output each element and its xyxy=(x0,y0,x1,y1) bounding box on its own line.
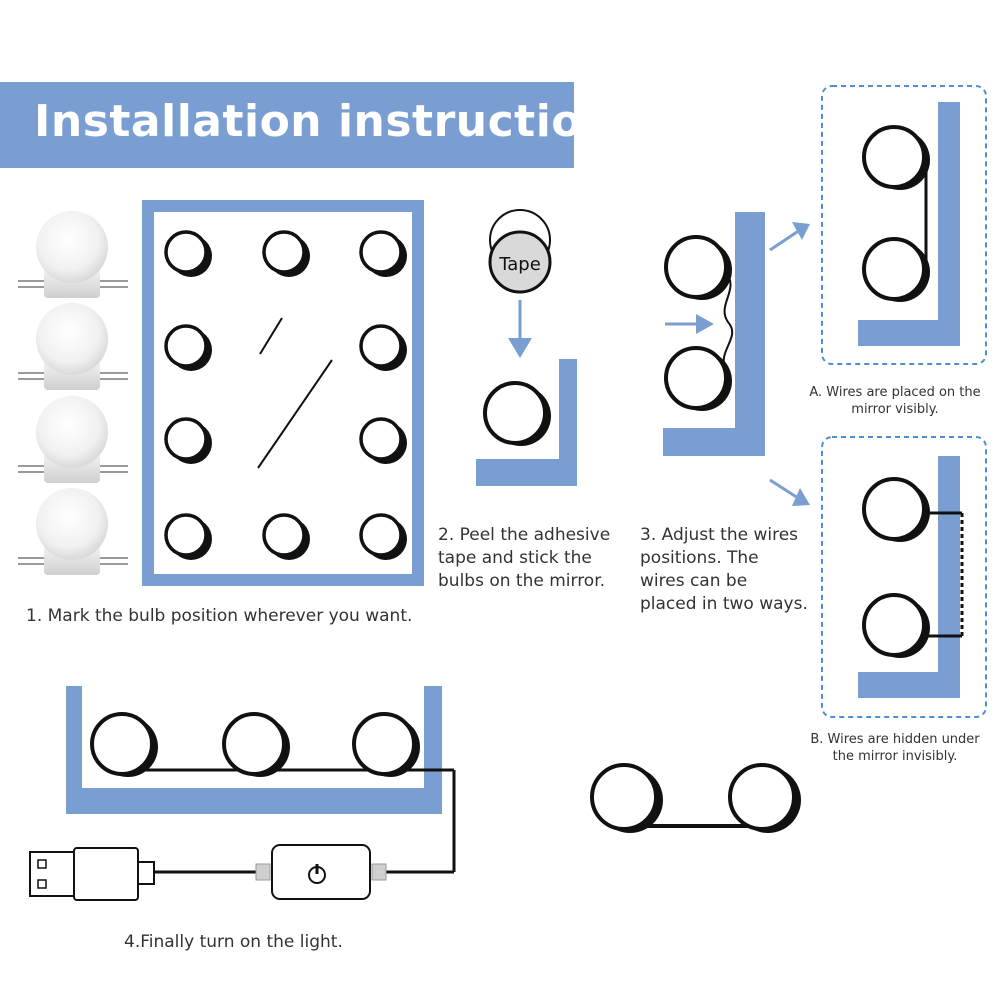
bulb-icon-4 xyxy=(18,488,128,575)
step3-line2: positions. The xyxy=(640,548,759,568)
tape-label: Tape xyxy=(498,254,541,275)
bulb-position-8 xyxy=(164,513,212,560)
mirror-bulbs xyxy=(164,230,407,560)
arrow-icon-step3 xyxy=(665,314,714,334)
bulb-position-6 xyxy=(164,417,212,464)
bulb-position-1 xyxy=(164,230,212,277)
title-banner xyxy=(0,82,574,168)
bulb-position-3 xyxy=(359,230,407,277)
step2-line3: bulbs on the mirror. xyxy=(438,571,606,591)
step2-caption: 2. Peel the adhesive tape and stick the … xyxy=(438,524,610,593)
bulb-position-4 xyxy=(164,324,212,371)
bulb-position-10 xyxy=(359,513,407,560)
step2-line2: tape and stick the xyxy=(438,548,592,568)
bulb-position-9 xyxy=(262,513,310,560)
bulb-position-5 xyxy=(359,324,407,371)
arrow-icon-option-b xyxy=(769,478,810,506)
step1-caption: 1. Mark the bulb position wherever you w… xyxy=(26,606,413,626)
touch-switch-icon xyxy=(155,844,387,900)
bulb-icon-3 xyxy=(18,396,128,483)
option-b-caption: B. Wires are hidden under the mirror inv… xyxy=(810,732,980,764)
step3-line3: wires can be xyxy=(640,571,748,591)
arrow-icon-step2 xyxy=(508,300,532,358)
option-a-panel xyxy=(821,85,987,365)
page-title: Installation instruction xyxy=(34,96,614,147)
bulb-position-2 xyxy=(262,230,310,277)
option-a-caption: A. Wires are placed on the mirror visibl… xyxy=(809,385,981,417)
arrow-icon-option-a xyxy=(769,222,810,252)
option-b-panel xyxy=(821,436,987,718)
bulb-icon-1 xyxy=(18,211,128,298)
bulb-pair-bottom xyxy=(590,763,801,833)
usb-plug-icon xyxy=(29,847,155,901)
step2-line1: 2. Peel the adhesive xyxy=(438,525,611,545)
step4-caption: 4.Finally turn on the light. xyxy=(124,932,343,952)
bulb-icon-2 xyxy=(18,303,128,390)
mirror-bottom-step4 xyxy=(66,686,456,874)
tape-roll-icon: Tape xyxy=(488,209,552,294)
step3-line4: placed in two ways. xyxy=(640,594,808,614)
mirror-corner-step3 xyxy=(663,212,765,456)
step3-line1: 3. Adjust the wires xyxy=(640,525,799,545)
bulb-position-7 xyxy=(359,417,407,464)
step3-caption: 3. Adjust the wires positions. The wires… xyxy=(640,524,808,616)
mirror-corner-step2 xyxy=(476,359,577,486)
